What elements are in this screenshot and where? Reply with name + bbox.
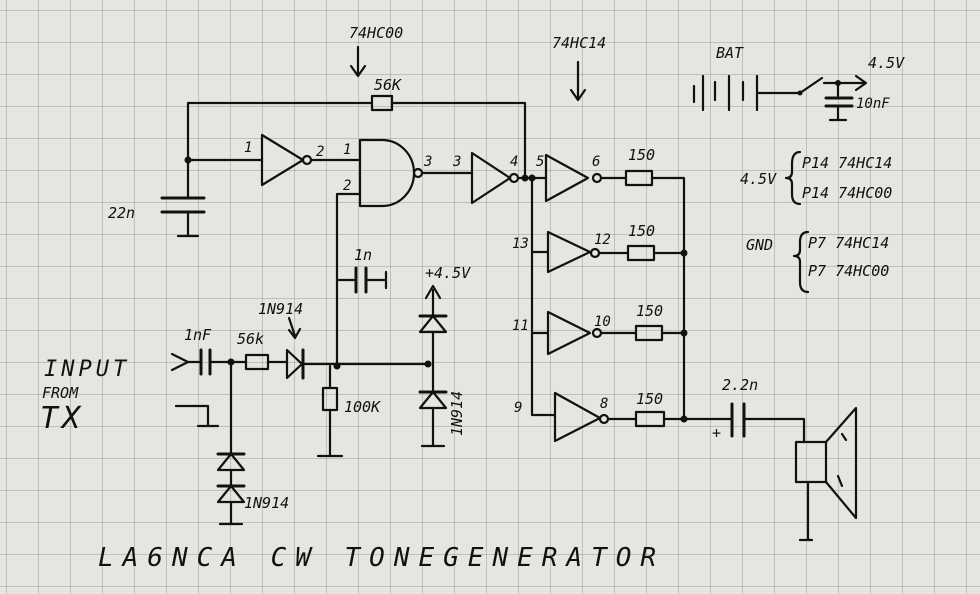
nand-chip-label: 74HC00 — [349, 24, 403, 42]
buffer-inverter-8 — [553, 391, 733, 443]
gnd-label: GND — [746, 236, 773, 254]
input-capacitor — [186, 348, 248, 376]
pulldown-resistor — [316, 364, 344, 458]
junction-dot — [521, 174, 529, 182]
junction-dot — [424, 360, 432, 368]
buffer-input-bus — [530, 176, 557, 417]
timing-capacitor-label: 22n — [108, 204, 135, 222]
output-capacitor — [730, 402, 806, 444]
supply-voltage-label: 4.5V — [868, 54, 905, 72]
buffer-inverter-10 — [546, 310, 686, 356]
supply-node-label: +4.5V — [425, 264, 471, 282]
resistor-label: 150 — [636, 302, 663, 320]
junction-dot — [835, 80, 841, 86]
pin-label: 6 — [592, 154, 600, 170]
schmitt-inverter-1 — [186, 133, 339, 187]
pin-label: 12 — [594, 232, 611, 248]
resistor-label: 150 — [636, 390, 663, 408]
junction-dot — [333, 362, 341, 370]
vcc-pin-line2: P14 74HC00 — [802, 184, 892, 202]
pin-label: 2 — [343, 178, 351, 194]
gnd-pin-line2: P7 74HC00 — [808, 262, 889, 280]
pin-label: 11 — [512, 318, 529, 334]
capacitor-1n-label: 1n — [354, 246, 372, 264]
pin-label: 3 — [423, 154, 432, 170]
junction-dot — [680, 329, 688, 337]
feedback-resistor-label: 56K — [374, 76, 402, 94]
power-switch — [797, 74, 868, 96]
junction-dot — [680, 249, 688, 257]
supply-clamp-diodes — [418, 284, 448, 448]
vcc-pin-line1: P14 74HC14 — [802, 154, 892, 172]
resistor-label: 150 — [628, 222, 655, 240]
timing-capacitor — [160, 158, 206, 238]
nand-chip-arrow — [349, 45, 367, 78]
junction-dot — [528, 174, 536, 182]
feedback-resistor-56k — [370, 94, 394, 112]
speaker — [794, 406, 858, 542]
battery-label: BAT — [716, 44, 744, 62]
input-diode-label: 1N914 — [258, 300, 303, 318]
battery — [692, 74, 802, 112]
pin-label: 3 — [452, 154, 461, 170]
input-capacitor-label: 1nF — [184, 326, 212, 344]
zener-diode-label: 1N914 — [448, 391, 466, 436]
pin-label: 5 — [536, 154, 544, 170]
vcc-brace — [784, 150, 802, 206]
input-label-line2: FROM — [42, 384, 79, 402]
decoupling-cap-label: 10nF — [856, 96, 890, 112]
vcc-label: 4.5V — [740, 170, 777, 188]
clamp-diodes — [216, 360, 246, 526]
junction-dot — [680, 415, 688, 423]
schematic-title: LA6NCA CW TONEGENERATOR — [98, 543, 665, 573]
pin-label: 13 — [512, 236, 529, 252]
buffer-inverter-12 — [546, 230, 686, 274]
input-diode-arrow — [287, 316, 302, 340]
capacitor-1n — [335, 266, 388, 294]
gnd-pin-line1: P7 74HC14 — [808, 234, 889, 252]
schmitt-chip-label: 74HC14 — [552, 34, 606, 52]
pin-label: 1 — [343, 142, 351, 158]
pin-label: 10 — [594, 314, 611, 330]
resistor-label: 150 — [628, 146, 655, 164]
clamp-diode-label: 1N914 — [244, 494, 289, 512]
decoupling-capacitor — [824, 81, 854, 122]
pin-label: 4 — [510, 154, 518, 170]
pin-label: 9 — [514, 400, 522, 416]
buffer-inverter-6 — [544, 153, 686, 422]
pin-label: 2 — [316, 144, 324, 160]
input-diode — [285, 348, 432, 380]
gnd-brace — [792, 230, 810, 294]
input-label-line1: INPUT — [44, 357, 130, 382]
input-resistor — [244, 353, 289, 371]
input-label-line3: TX — [40, 401, 84, 436]
output-capacitor-label: 2.2n — [722, 376, 758, 394]
pulldown-resistor-label: 100K — [344, 398, 381, 416]
nand-gate — [335, 138, 474, 370]
pin-label: 8 — [600, 396, 608, 412]
output-capacitor-polarity: + — [712, 424, 721, 442]
input-resistor-label: 56k — [237, 330, 264, 348]
feedback-loop — [186, 101, 527, 180]
pin-label: 1 — [244, 140, 252, 156]
schmitt-chip-arrow — [569, 60, 587, 102]
